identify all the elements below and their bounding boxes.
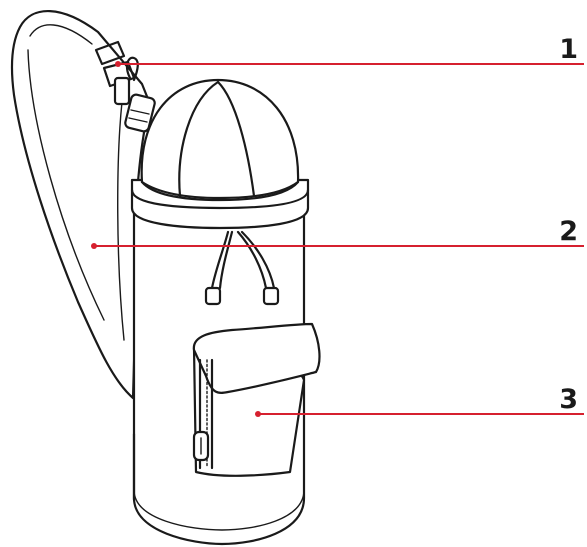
- drawstring: [204, 230, 280, 306]
- callout-1-dot: [115, 61, 121, 67]
- strap-buckle: [94, 40, 156, 133]
- callout-3: 3: [255, 384, 584, 417]
- callout-2-number: 2: [559, 216, 578, 247]
- shoulder-strap: [10, 10, 152, 400]
- front-pocket: [192, 322, 321, 477]
- callout-2-dot: [91, 243, 97, 249]
- callout-2: 2: [91, 216, 584, 249]
- callout-1-number: 1: [559, 34, 578, 65]
- callout-1: 1: [115, 34, 584, 67]
- callout-3-number: 3: [559, 384, 578, 415]
- bag-lid: [130, 78, 310, 230]
- callout-3-dot: [255, 411, 261, 417]
